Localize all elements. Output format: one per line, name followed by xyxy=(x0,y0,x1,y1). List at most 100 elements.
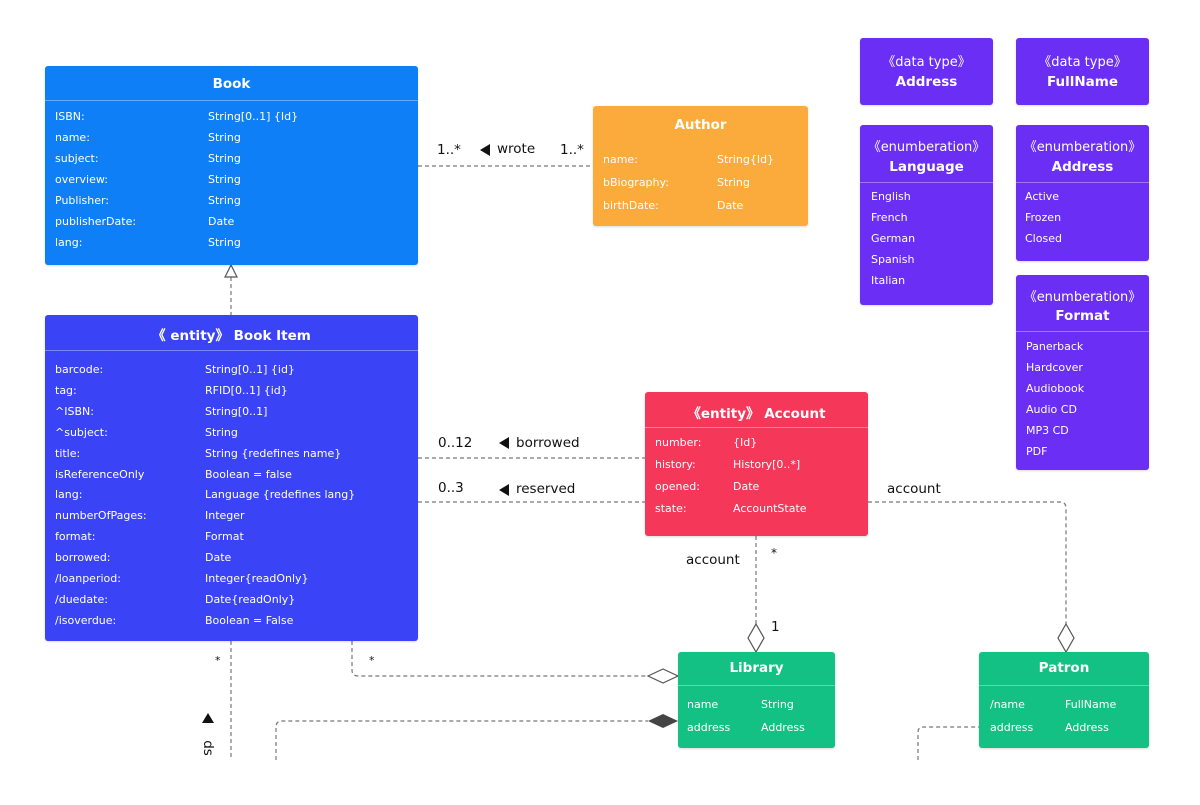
attribute-type: String xyxy=(717,176,750,189)
divider xyxy=(45,100,418,101)
attribute-name: ^ISBN: xyxy=(55,404,94,418)
attribute-type: FullName xyxy=(1065,698,1117,711)
attribute-name: bBiography: xyxy=(603,176,669,189)
divider xyxy=(979,685,1149,686)
attribute-type: Date xyxy=(717,199,744,212)
association-label-borrowed: borrowed xyxy=(516,435,580,451)
patron-left-line xyxy=(917,726,979,760)
attribute-name: subject: xyxy=(55,152,99,165)
attribute-type: String xyxy=(205,425,238,439)
class-title: Language xyxy=(889,159,964,175)
attribute-name: address xyxy=(990,721,1034,734)
direction-arrow-icon xyxy=(480,144,490,156)
class-title: 《entity》 Account xyxy=(687,406,826,422)
attribute-type: Date xyxy=(205,551,232,565)
divider xyxy=(678,685,835,686)
attribute-type: Date xyxy=(208,215,235,228)
attribute-name: lang: xyxy=(55,488,83,502)
attribute-name: history: xyxy=(655,458,696,471)
attribute-name: name: xyxy=(603,153,638,166)
attribute-type: String xyxy=(208,173,241,186)
attribute-name: lang: xyxy=(55,236,83,249)
aggregation-diamond-icon xyxy=(747,622,765,654)
enum-literal: PDF xyxy=(1026,445,1048,458)
class-title: Book xyxy=(212,76,251,92)
attribute-type: String xyxy=(208,131,241,144)
attribute-type: String xyxy=(208,236,241,249)
class-title: FullName xyxy=(1046,74,1119,90)
enum-literal: Spanish xyxy=(871,253,915,266)
attribute-type: Date xyxy=(733,480,760,493)
aggregation-diamond-icon xyxy=(1057,622,1075,654)
divider xyxy=(1016,331,1149,332)
stereotype: 《enumberation》 xyxy=(867,140,986,155)
attribute-name: /duedate: xyxy=(55,592,108,606)
attribute-name: Publisher: xyxy=(55,194,110,207)
class-account[interactable]: 《entity》 Account number:{Id}history:Hist… xyxy=(645,392,868,536)
class-title: 《 entity》 Book Item xyxy=(152,328,311,344)
attribute-name: name xyxy=(687,698,719,711)
stereotype: 《data type》 xyxy=(1038,55,1127,70)
enum-literal: Closed xyxy=(1025,232,1062,245)
attribute-name: number: xyxy=(655,436,702,449)
attribute-type: String xyxy=(761,698,794,711)
attribute-name: birthDate: xyxy=(603,199,659,212)
attribute-type: Integer xyxy=(205,509,245,523)
role-label-account: account xyxy=(686,552,740,568)
attribute-name: state: xyxy=(655,502,687,515)
generalization-arrow-icon xyxy=(224,263,238,278)
attribute-name: tag: xyxy=(55,383,77,397)
attribute-name: title: xyxy=(55,446,81,460)
association-label-wrote: wrote xyxy=(497,141,536,157)
attribute-type: String xyxy=(208,152,241,165)
direction-arrow-icon xyxy=(202,713,214,723)
multiplicity-label: * xyxy=(369,654,375,667)
attribute-type: Format xyxy=(205,530,244,544)
stereotype: 《enumberation》 xyxy=(1023,140,1142,155)
attribute-type: String[0..1] {id} xyxy=(205,363,295,376)
attribute-type: String[0..1] xyxy=(205,404,268,418)
attribute-type: RFID[0..1] {id} xyxy=(205,383,288,397)
multiplicity-label: 1 xyxy=(771,619,780,635)
multiplicity-label: 0..3 xyxy=(438,480,464,496)
multiplicity-label: 1..* xyxy=(437,142,461,158)
attribute-type: Language {redefines lang} xyxy=(205,488,356,502)
attribute-type: Date{readOnly} xyxy=(205,592,296,606)
attribute-name: isReferenceOnly xyxy=(55,467,145,481)
library-composition-line xyxy=(275,720,648,760)
attribute-type: String {redefines name} xyxy=(205,446,342,460)
attribute-type: String[0..1] {Id} xyxy=(208,110,299,123)
enum-literal: Audio CD xyxy=(1026,403,1077,416)
attribute-name: /isoverdue: xyxy=(55,613,117,627)
class-title: Library xyxy=(729,660,784,676)
class-title: Address xyxy=(1051,159,1114,175)
attribute-name: /name xyxy=(990,698,1025,711)
datatype-fullname[interactable]: 《data type》 FullName xyxy=(1016,38,1149,105)
divider xyxy=(1016,182,1149,183)
attribute-type: String{Id} xyxy=(717,153,775,166)
stereotype: 《data type》 xyxy=(882,55,971,70)
attribute-type: Integer{readOnly} xyxy=(205,572,309,585)
association-label-reserved: reserved xyxy=(516,481,576,497)
attribute-type: {Id} xyxy=(733,436,758,449)
divider xyxy=(45,350,418,351)
enum-literal: French xyxy=(871,211,908,224)
datatype-address[interactable]: 《data type》 Address xyxy=(860,38,993,105)
enum-literal: Active xyxy=(1025,190,1060,203)
class-book-item[interactable]: 《 entity》 Book Item barcode:String[0..1]… xyxy=(45,315,418,641)
enum-literal: Panerback xyxy=(1026,340,1084,353)
stereotype: 《enumberation》 xyxy=(1023,290,1142,305)
multiplicity-label: * xyxy=(771,546,777,560)
multiplicity-label: * xyxy=(215,654,221,667)
class-title: Author xyxy=(674,117,727,133)
enum-literal: Italian xyxy=(871,274,906,287)
class-author[interactable]: Author name: String{Id} bBiography: String b… xyxy=(593,106,808,226)
multiplicity-label: 0..12 xyxy=(438,435,473,451)
